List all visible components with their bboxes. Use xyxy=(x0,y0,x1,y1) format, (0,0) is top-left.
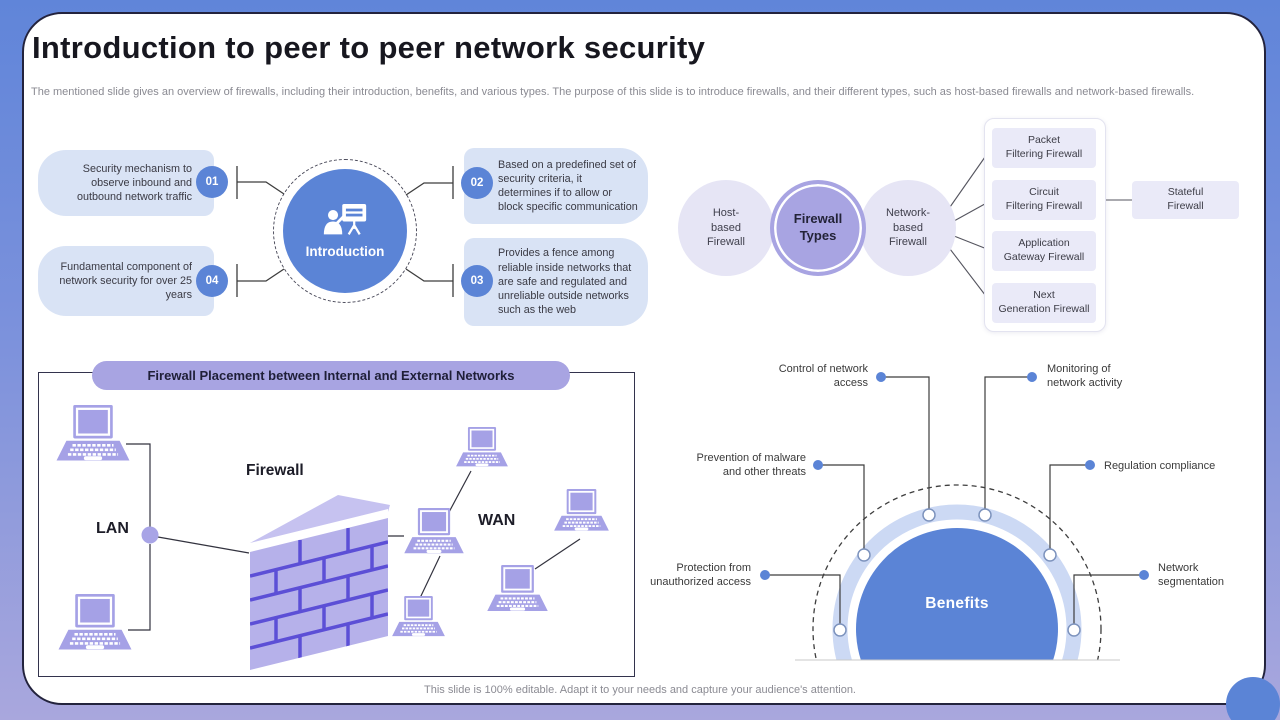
intro-center-circle: Introduction xyxy=(283,169,407,293)
firewall-label: Firewall xyxy=(246,462,304,479)
corner-accent-circle xyxy=(1226,677,1280,720)
intro-item-04: Fundamental component of network securit… xyxy=(38,246,214,316)
intro-center-label: Introduction xyxy=(305,244,385,259)
footer-note: This slide is 100% editable. Adapt it to… xyxy=(424,684,856,696)
type-box-next-generation: Next Generation Firewall xyxy=(992,283,1096,323)
intro-item-01-text: Security mechanism to observe inbound an… xyxy=(76,162,192,204)
intro-number-badge-04: 04 xyxy=(196,265,228,297)
intro-item-01: Security mechanism to observe inbound an… xyxy=(38,150,214,216)
stateful-firewall-box: Stateful Firewall xyxy=(1132,181,1239,219)
intro-item-02: Based on a predefined set of security cr… xyxy=(464,148,648,224)
placement-heading-pill: Firewall Placement between Internal and … xyxy=(92,361,570,390)
lan-label: LAN xyxy=(96,520,129,537)
intro-item-03-text: Provides a fence among reliable inside n… xyxy=(498,247,632,317)
host-based-firewall-circle: Host- based Firewall xyxy=(678,180,774,276)
intro-item-03: Provides a fence among reliable inside n… xyxy=(464,238,648,326)
network-based-firewall-circle: Network- based Firewall xyxy=(860,180,956,276)
intro-number-badge-03: 03 xyxy=(461,265,493,297)
slide-subtitle: The mentioned slide gives an overview of… xyxy=(31,86,1195,98)
wan-label: WAN xyxy=(478,512,516,529)
benefit-label-prevention: Prevention of malware and other threats xyxy=(696,452,806,479)
page-title: Introduction to peer to peer network sec… xyxy=(32,30,706,65)
presenter-icon xyxy=(323,204,367,235)
type-box-packet-filtering: Packet Filtering Firewall xyxy=(992,128,1096,168)
benefit-label-monitoring: Monitoring of network activity xyxy=(1047,363,1123,390)
benefit-label-segmentation: Network segmentation xyxy=(1158,562,1225,589)
intro-number-badge-02: 02 xyxy=(461,167,493,199)
benefits-center-label: Benefits xyxy=(925,595,989,612)
benefit-label-regulation: Regulation compliance xyxy=(1104,460,1216,472)
intro-number-badge-01: 01 xyxy=(196,166,228,198)
benefit-label-protection: Protection from unauthorized access xyxy=(650,562,751,589)
intro-item-02-text: Based on a predefined set of security cr… xyxy=(498,158,638,214)
intro-item-04-text: Fundamental component of network securit… xyxy=(59,260,192,302)
benefit-label-control: Control of network access xyxy=(778,363,868,390)
type-box-circuit-filtering: Circuit Filtering Firewall xyxy=(992,180,1096,220)
firewall-types-center-circle: Firewall Types xyxy=(770,180,866,276)
type-box-application-gateway: Application Gateway Firewall xyxy=(992,231,1096,271)
